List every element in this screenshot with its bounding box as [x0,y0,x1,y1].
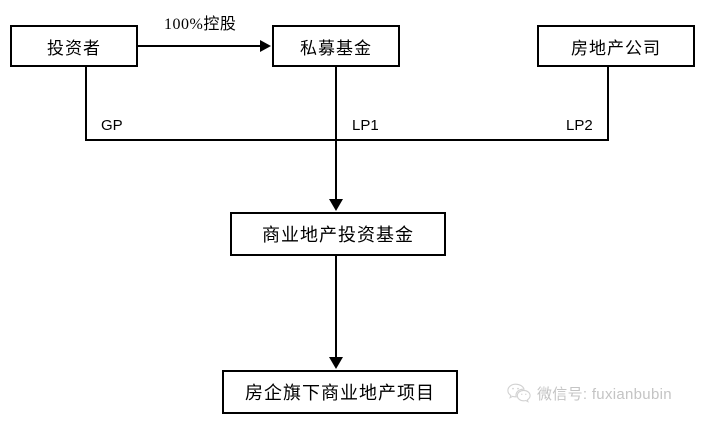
node-investor-label: 投资者 [47,38,101,58]
watermark: 微信号: fuxianbubin [507,383,672,404]
edge-label-lp1: LP1 [352,117,379,134]
edge-investor-to-pefund-arrowhead [260,40,271,52]
edge-crefund-to-project-line [335,256,337,358]
edge-label-gp: GP [101,117,123,134]
wechat-icon [507,383,531,404]
node-private-equity-fund[interactable]: 私募基金 [272,25,400,67]
edge-partner-bus-line [85,139,609,141]
node-real-estate-company[interactable]: 房地产公司 [537,25,695,67]
node-private-equity-fund-label: 私募基金 [300,38,372,58]
watermark-text: 微信号: fuxianbubin [537,386,672,403]
edge-lp2-vertical-line [607,67,609,141]
edge-investor-to-pefund-line [138,45,260,47]
node-commercial-real-estate-fund-label: 商业地产投资基金 [262,225,414,245]
edge-label-lp2: LP2 [566,117,593,134]
node-commercial-real-estate-project[interactable]: 房企旗下商业地产项目 [222,370,458,414]
edge-to-project-arrowhead [329,357,343,369]
node-real-estate-company-label: 房地产公司 [571,38,661,58]
edge-to-crefund-arrowhead [329,199,343,211]
edge-lp1-vertical-line [335,67,337,200]
node-investor[interactable]: 投资者 [10,25,138,67]
node-commercial-real-estate-fund[interactable]: 商业地产投资基金 [230,212,446,256]
edge-gp-vertical-line [85,67,87,141]
edge-label-control-stake: 100%控股 [164,16,237,33]
node-commercial-real-estate-project-label: 房企旗下商业地产项目 [245,383,435,403]
